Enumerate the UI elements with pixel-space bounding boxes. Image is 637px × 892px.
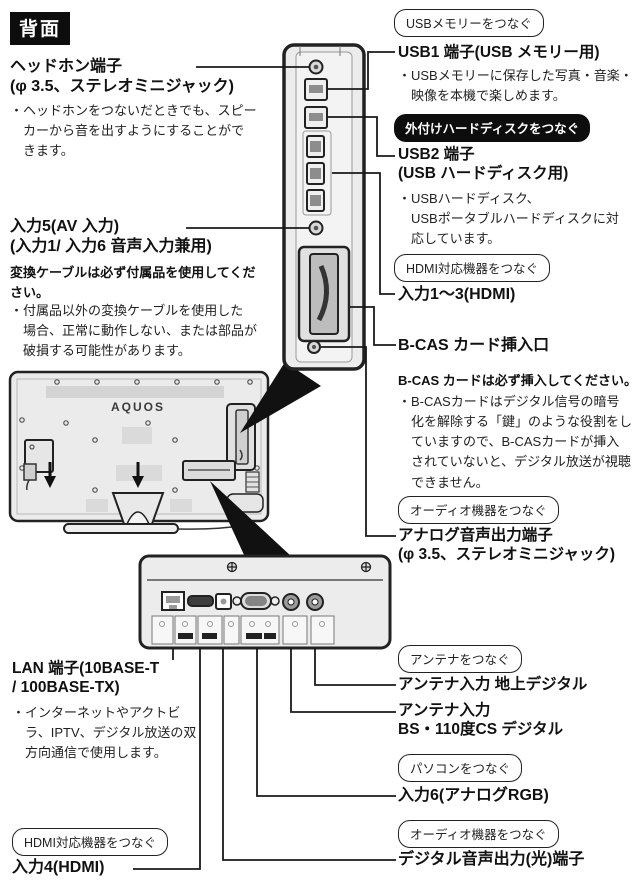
input6-connect-pill: パソコンをつなぐ [398, 754, 523, 782]
digital-audio-label: デジタル音声出力(光)端子 [398, 851, 585, 868]
digital-audio-connect-pill: オーディオ機器をつなぐ [398, 820, 559, 848]
tv-stand [63, 492, 249, 534]
usb1-connect-pill: USBメモリーをつなぐ [394, 9, 544, 37]
page-section-badge: 背面 [10, 12, 71, 45]
lan-port-note: ・インターネットやアクトビ ラ、IPTV、デジタル放送の双 方向通信で使用します… [12, 705, 197, 761]
bcas-slot-label: B-CAS カード挿入口 [398, 337, 550, 354]
input5-label: 入力5(AV 入力) (入力1/ 入力6 音声入力兼用) [10, 218, 212, 255]
down-arrow-icons [44, 462, 144, 488]
callout-wedge-side [240, 362, 321, 433]
usb1-label: USB1 端子(USB メモリー用) [398, 44, 600, 61]
tv-rear-illustration [8, 370, 270, 534]
hdmi13-label: 入力1〜3(HDMI) [398, 286, 516, 303]
input4-connect-pill: HDMI対応機器をつなぐ [12, 828, 168, 856]
antenna-terrestrial-port-icon [306, 593, 324, 611]
side-panel-illustration [282, 43, 366, 371]
optical-port-icon [215, 593, 232, 610]
usb2-note: ・USBハードディスク、 USBポータブルハードディスクに対 応しています。 [398, 191, 619, 247]
usb2-connect-pill: 外付けハードディスクをつなぐ [394, 114, 591, 142]
leader-hdmi13 [332, 172, 395, 295]
leader-usb2 [328, 116, 395, 157]
hdmi4-port-icon [187, 595, 214, 607]
callout-wedge-bottom [210, 481, 292, 557]
hdmi-ports-icon [302, 130, 332, 216]
bcas-note: ・B-CASカードはデジタル信号の暗号 化を解除する「鍵」のような役割をし てい… [398, 394, 633, 490]
usb2-port-icon [304, 106, 328, 129]
input5-warning: 変換ケーブルは必ず付属品を使用してくだ さい。 [10, 265, 256, 300]
leader-usb1 [328, 51, 395, 90]
headphone-jack-note: ・ヘッドホンをつないだときでも、スピー カーから音を出すようにすることがで きま… [10, 103, 257, 159]
input5-jack-icon [308, 220, 324, 236]
leader-digital-audio [222, 648, 396, 861]
hdmi13-connect-pill: HDMI対応機器をつなぐ [394, 254, 550, 282]
bcas-slot-icon [297, 245, 351, 343]
audio-out-connect-pill: オーディオ機器をつなぐ [398, 496, 559, 524]
antenna-terrestrial-label: アンテナ入力 地上デジタル [398, 676, 588, 693]
input4-label: 入力4(HDMI) [12, 859, 105, 876]
input5-note: ・付属品以外の変換ケーブルを使用した 場合、正常に動作しない、または部品が 破損… [10, 303, 258, 359]
usb2-label: USB2 端子 (USB ハードディスク用) [398, 146, 569, 183]
port-label-glyphs [159, 621, 325, 639]
tv-top-vent [46, 386, 224, 398]
tv-power-box [23, 439, 54, 491]
audio-out-label: アナログ音声出力端子 (φ 3.5、ステレオミニジャック) [398, 527, 615, 564]
leader-bcas [350, 306, 396, 346]
tv-bottom-terminal-recess [182, 460, 236, 481]
headphone-jack-label: ヘッドホン端子 (φ 3.5、ステレオミニジャック) [10, 58, 234, 95]
antenna-connect-pill: アンテナをつなぐ [398, 645, 522, 673]
leader-input4 [133, 648, 201, 870]
dsub-port-icon [232, 592, 280, 610]
headphone-jack-icon [308, 59, 324, 75]
leader-lines [133, 51, 396, 870]
lan-port-label: LAN 端子(10BASE-T / 100BASE-TX) [12, 660, 160, 697]
input6-label: 入力6(アナログRGB) [398, 787, 549, 804]
lan-port-icon [161, 591, 185, 611]
leader-input6 [256, 648, 396, 797]
usb1-port-icon [304, 78, 328, 101]
bottom-panel-illustration [138, 554, 392, 650]
screw-icon [226, 561, 372, 573]
bcas-warning: B-CAS カードは必ず挿入してください。 [398, 373, 637, 388]
usb1-note: ・USBメモリーに保存した写真・音楽・ 映像を本機で楽しめます。 [398, 68, 633, 104]
audio-out-jack-icon [307, 340, 321, 354]
antenna-bscs-label: アンテナ入力 BS・110度CS デジタル [398, 702, 564, 739]
leader-audio-out [321, 346, 396, 537]
antenna-bscs-port-icon [282, 593, 300, 611]
port-label-plates [151, 615, 335, 645]
tv-brand-logo: AQUOS [111, 400, 166, 414]
leader-antenna-terrestrial [314, 648, 396, 686]
leader-antenna-bscs [290, 648, 396, 713]
